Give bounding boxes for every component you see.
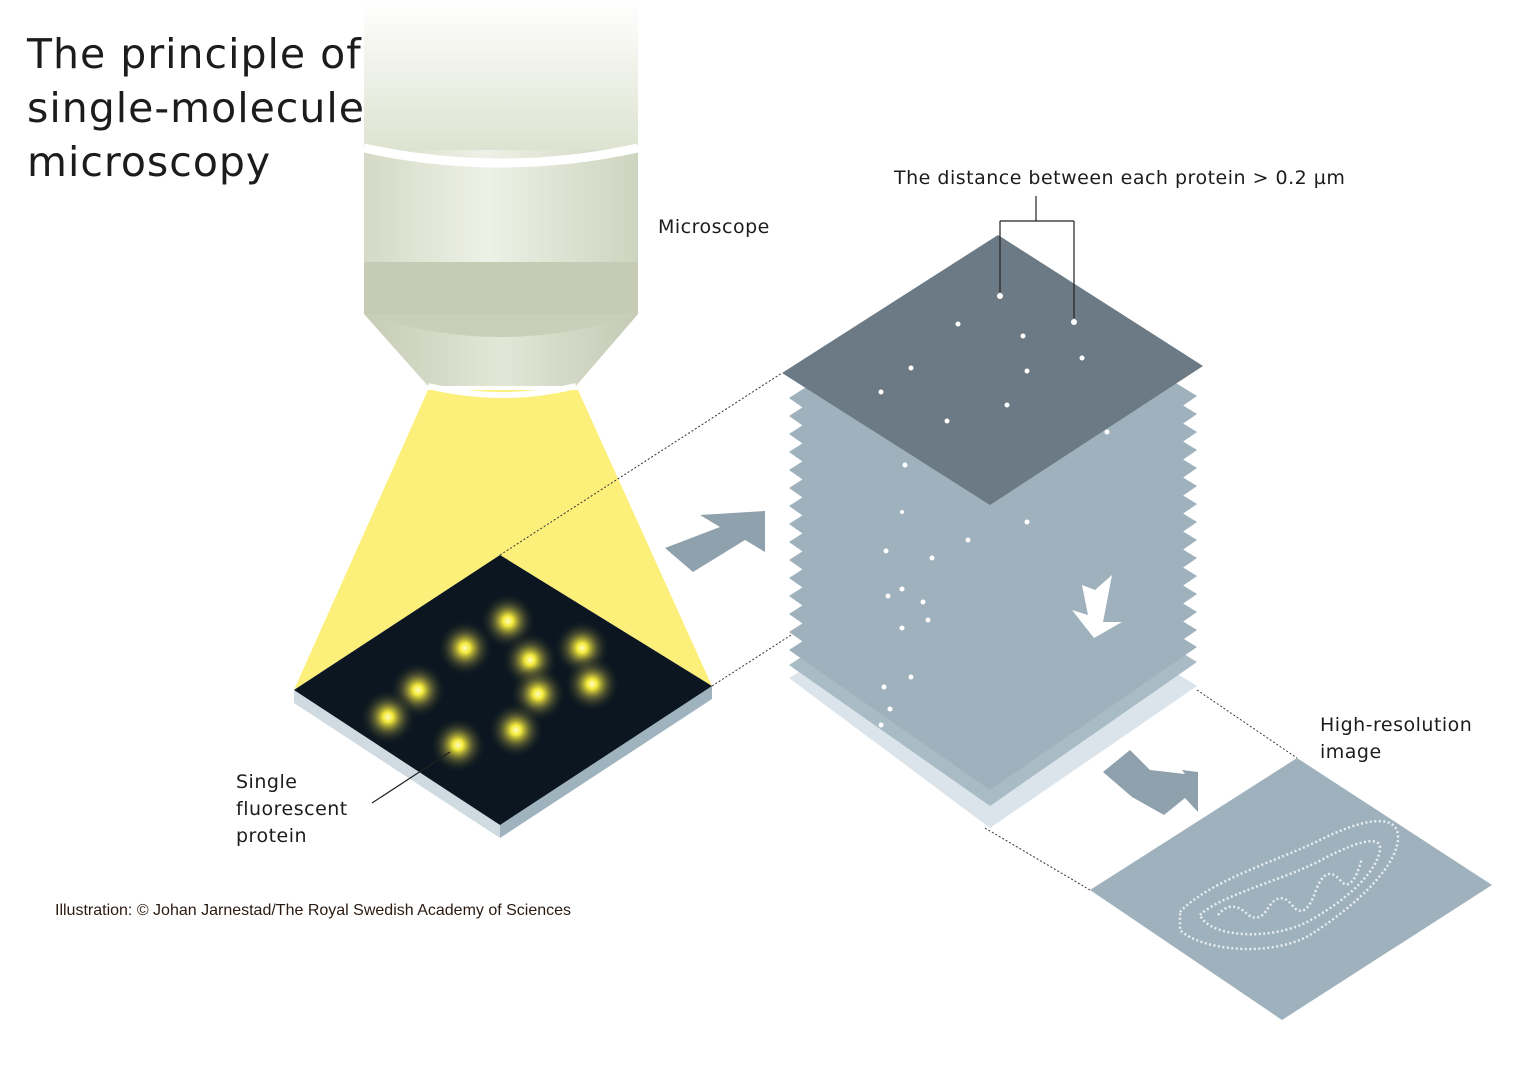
fluorescent-proteins: [360, 593, 620, 773]
arrow-down-icon: [1072, 575, 1122, 638]
single-protein-label-1: Single: [236, 771, 298, 793]
sample-surface: [294, 555, 712, 825]
title-line-3: microscopy: [27, 138, 272, 186]
single-protein-label-3: protein: [236, 825, 308, 847]
mitochondrion-outline: [1178, 819, 1400, 951]
highres-label-1: High-resolution: [1320, 714, 1473, 736]
distance-label: The distance between each protein > 0.2 …: [894, 167, 1346, 189]
image-stack: [782, 235, 1203, 828]
single-protein-label-2: fluorescent: [236, 798, 348, 820]
microscope-label: Microscope: [658, 216, 770, 238]
distance-bracket: [999, 196, 1075, 318]
arrow-to-stack: [665, 511, 765, 572]
stack-top-layer: [782, 235, 1203, 505]
high-resolution-image: [1090, 758, 1492, 1020]
highres-label-2: image: [1320, 741, 1382, 763]
sample-slab: [294, 555, 712, 838]
illustration-credit: Illustration: © Johan Jarnestad/The Roya…: [55, 902, 572, 919]
microscope-objective: [363, 0, 639, 398]
arrow-to-image: [1103, 750, 1198, 815]
light-beam: [294, 390, 712, 690]
protein-leader-line: [371, 751, 451, 804]
title-line-2: single-molecule: [27, 84, 365, 132]
projection-lines: [499, 372, 1298, 891]
title-line-1: The principle of: [27, 30, 362, 78]
stack-protein-dots: [878, 293, 1110, 728]
